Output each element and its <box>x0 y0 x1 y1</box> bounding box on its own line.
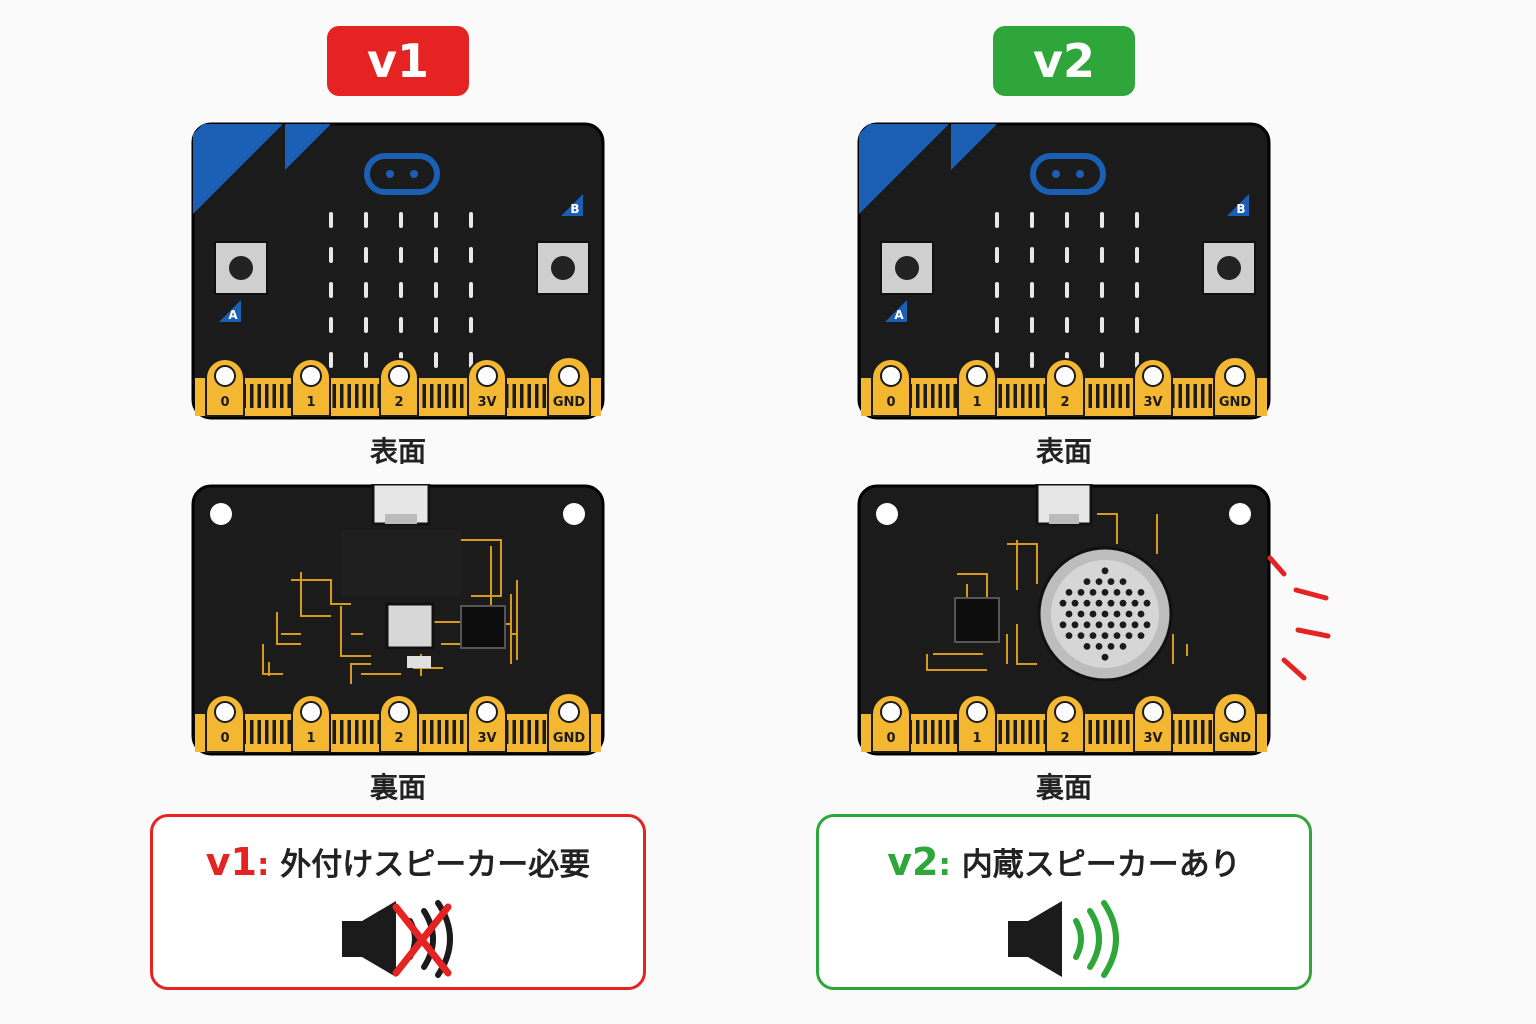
svg-text:1: 1 <box>306 395 315 410</box>
pin-1: 1 <box>291 358 331 417</box>
pin-2: 2 <box>1045 694 1085 753</box>
v2-back-caption: 裏面 <box>1035 771 1092 804</box>
edge-connector: 0 1 2 3V GND <box>195 356 601 417</box>
svg-text:1: 1 <box>972 731 981 746</box>
button-a: A <box>880 241 934 322</box>
sound-emission-lines <box>1267 555 1331 681</box>
svg-text:0: 0 <box>886 731 895 746</box>
usb-connector <box>1035 484 1093 526</box>
svg-text:3V: 3V <box>1143 731 1162 746</box>
chip-small <box>460 605 506 649</box>
svg-text:0: 0 <box>886 395 895 410</box>
button-label-a: A <box>894 308 904 322</box>
v2-column: v2 A B 0 1 2 3V GND 表面 0 1 2 3V GND 裏面 <box>744 0 1384 1024</box>
pin-1: 1 <box>957 358 997 417</box>
svg-text:2: 2 <box>1060 731 1069 746</box>
svg-text:3V: 3V <box>477 731 496 746</box>
v1-note-colon: : <box>257 847 270 883</box>
sensor-chip <box>385 602 435 650</box>
svg-text:GND: GND <box>1219 395 1252 410</box>
pin-3v: 3V <box>1133 694 1173 753</box>
corner-marking <box>193 124 283 214</box>
mounting-hole <box>876 503 898 525</box>
v2-front-board: A B 0 1 2 3V GND <box>857 122 1271 420</box>
v1-back-caption: 裏面 <box>369 771 426 804</box>
v1-note-text: 外付けスピーカー必要 <box>280 847 591 883</box>
svg-text:2: 2 <box>394 731 403 746</box>
led-matrix <box>329 212 473 368</box>
pin-1: 1 <box>291 694 331 753</box>
corner-marking <box>859 124 949 214</box>
corner-marking <box>285 124 331 170</box>
mounting-hole <box>563 503 585 525</box>
svg-text:3V: 3V <box>477 395 496 410</box>
v2-badge: v2 <box>993 26 1135 96</box>
edge-connector: 0 1 2 3V GND <box>861 692 1267 753</box>
corner-marking <box>951 124 997 170</box>
button-a: A <box>214 241 268 322</box>
v2-note-version: v2 <box>887 840 939 884</box>
pin-gnd: GND <box>1213 692 1257 753</box>
v2-back-board: 0 1 2 3V GND <box>857 484 1271 756</box>
v1-front-board: A B 0 1 2 3V GND <box>191 122 605 420</box>
pin-gnd: GND <box>1213 356 1257 417</box>
button-label-b: B <box>570 202 579 216</box>
pin-2: 2 <box>379 358 419 417</box>
pin-3v: 3V <box>467 694 507 753</box>
v2-note-title: v2: 内蔵スピーカーあり <box>819 839 1309 884</box>
svg-text:1: 1 <box>306 731 315 746</box>
microbit-logo-icon <box>364 153 440 195</box>
pin-gnd: GND <box>547 356 591 417</box>
mounting-hole <box>210 503 232 525</box>
button-b: B <box>536 194 590 295</box>
svg-text:GND: GND <box>553 395 586 410</box>
pin-gnd: GND <box>547 692 591 753</box>
v2-note-box: v2: 内蔵スピーカーあり <box>816 814 1312 990</box>
pin-2: 2 <box>1045 358 1085 417</box>
edge-connector: 0 1 2 3V GND <box>861 356 1267 417</box>
v1-front-caption: 表面 <box>369 435 426 468</box>
pin-0: 0 <box>205 358 245 417</box>
pin-2: 2 <box>379 694 419 753</box>
v1-back-board: 0 1 2 3V GND <box>191 484 605 756</box>
v1-note-title: v1: 外付けスピーカー必要 <box>153 839 643 884</box>
pin-0: 0 <box>205 694 245 753</box>
speaker-sound-icon <box>1008 900 1119 978</box>
pin-3v: 3V <box>467 358 507 417</box>
v1-note-box: v1: 外付けスピーカー必要 <box>150 814 646 990</box>
v1-note-version: v1 <box>205 840 257 884</box>
pin-1: 1 <box>957 694 997 753</box>
svg-text:2: 2 <box>1060 395 1069 410</box>
svg-text:2: 2 <box>394 395 403 410</box>
svg-text:GND: GND <box>553 731 586 746</box>
v2-note-text: 内蔵スピーカーあり <box>961 847 1241 883</box>
microbit-logo-icon <box>1030 153 1106 195</box>
speaker-muted-icon <box>342 900 453 978</box>
built-in-speaker <box>1037 546 1173 682</box>
button-label-a: A <box>228 308 238 322</box>
v2-note-colon: : <box>938 847 951 883</box>
processor-chip <box>341 530 461 596</box>
chip-small <box>954 597 1000 643</box>
led-matrix <box>995 212 1139 368</box>
button-b: B <box>1202 194 1256 295</box>
component <box>407 656 431 668</box>
svg-text:0: 0 <box>220 731 229 746</box>
pin-3v: 3V <box>1133 358 1173 417</box>
circuit-traces <box>926 513 1188 671</box>
usb-connector <box>371 484 431 526</box>
pin-0: 0 <box>871 694 911 753</box>
v1-column: v1 A B 0 1 2 3V GND 表面 0 1 2 3V GND 裏面 <box>78 0 718 1024</box>
edge-connector: 0 1 2 3V GND <box>195 692 601 753</box>
button-label-b: B <box>1236 202 1245 216</box>
svg-text:1: 1 <box>972 395 981 410</box>
circuit-traces <box>262 539 518 684</box>
svg-text:0: 0 <box>220 395 229 410</box>
svg-text:GND: GND <box>1219 731 1252 746</box>
mounting-hole <box>1229 503 1251 525</box>
svg-text:3V: 3V <box>1143 395 1162 410</box>
v1-badge: v1 <box>327 26 469 96</box>
pin-0: 0 <box>871 358 911 417</box>
v2-front-caption: 表面 <box>1035 435 1092 468</box>
